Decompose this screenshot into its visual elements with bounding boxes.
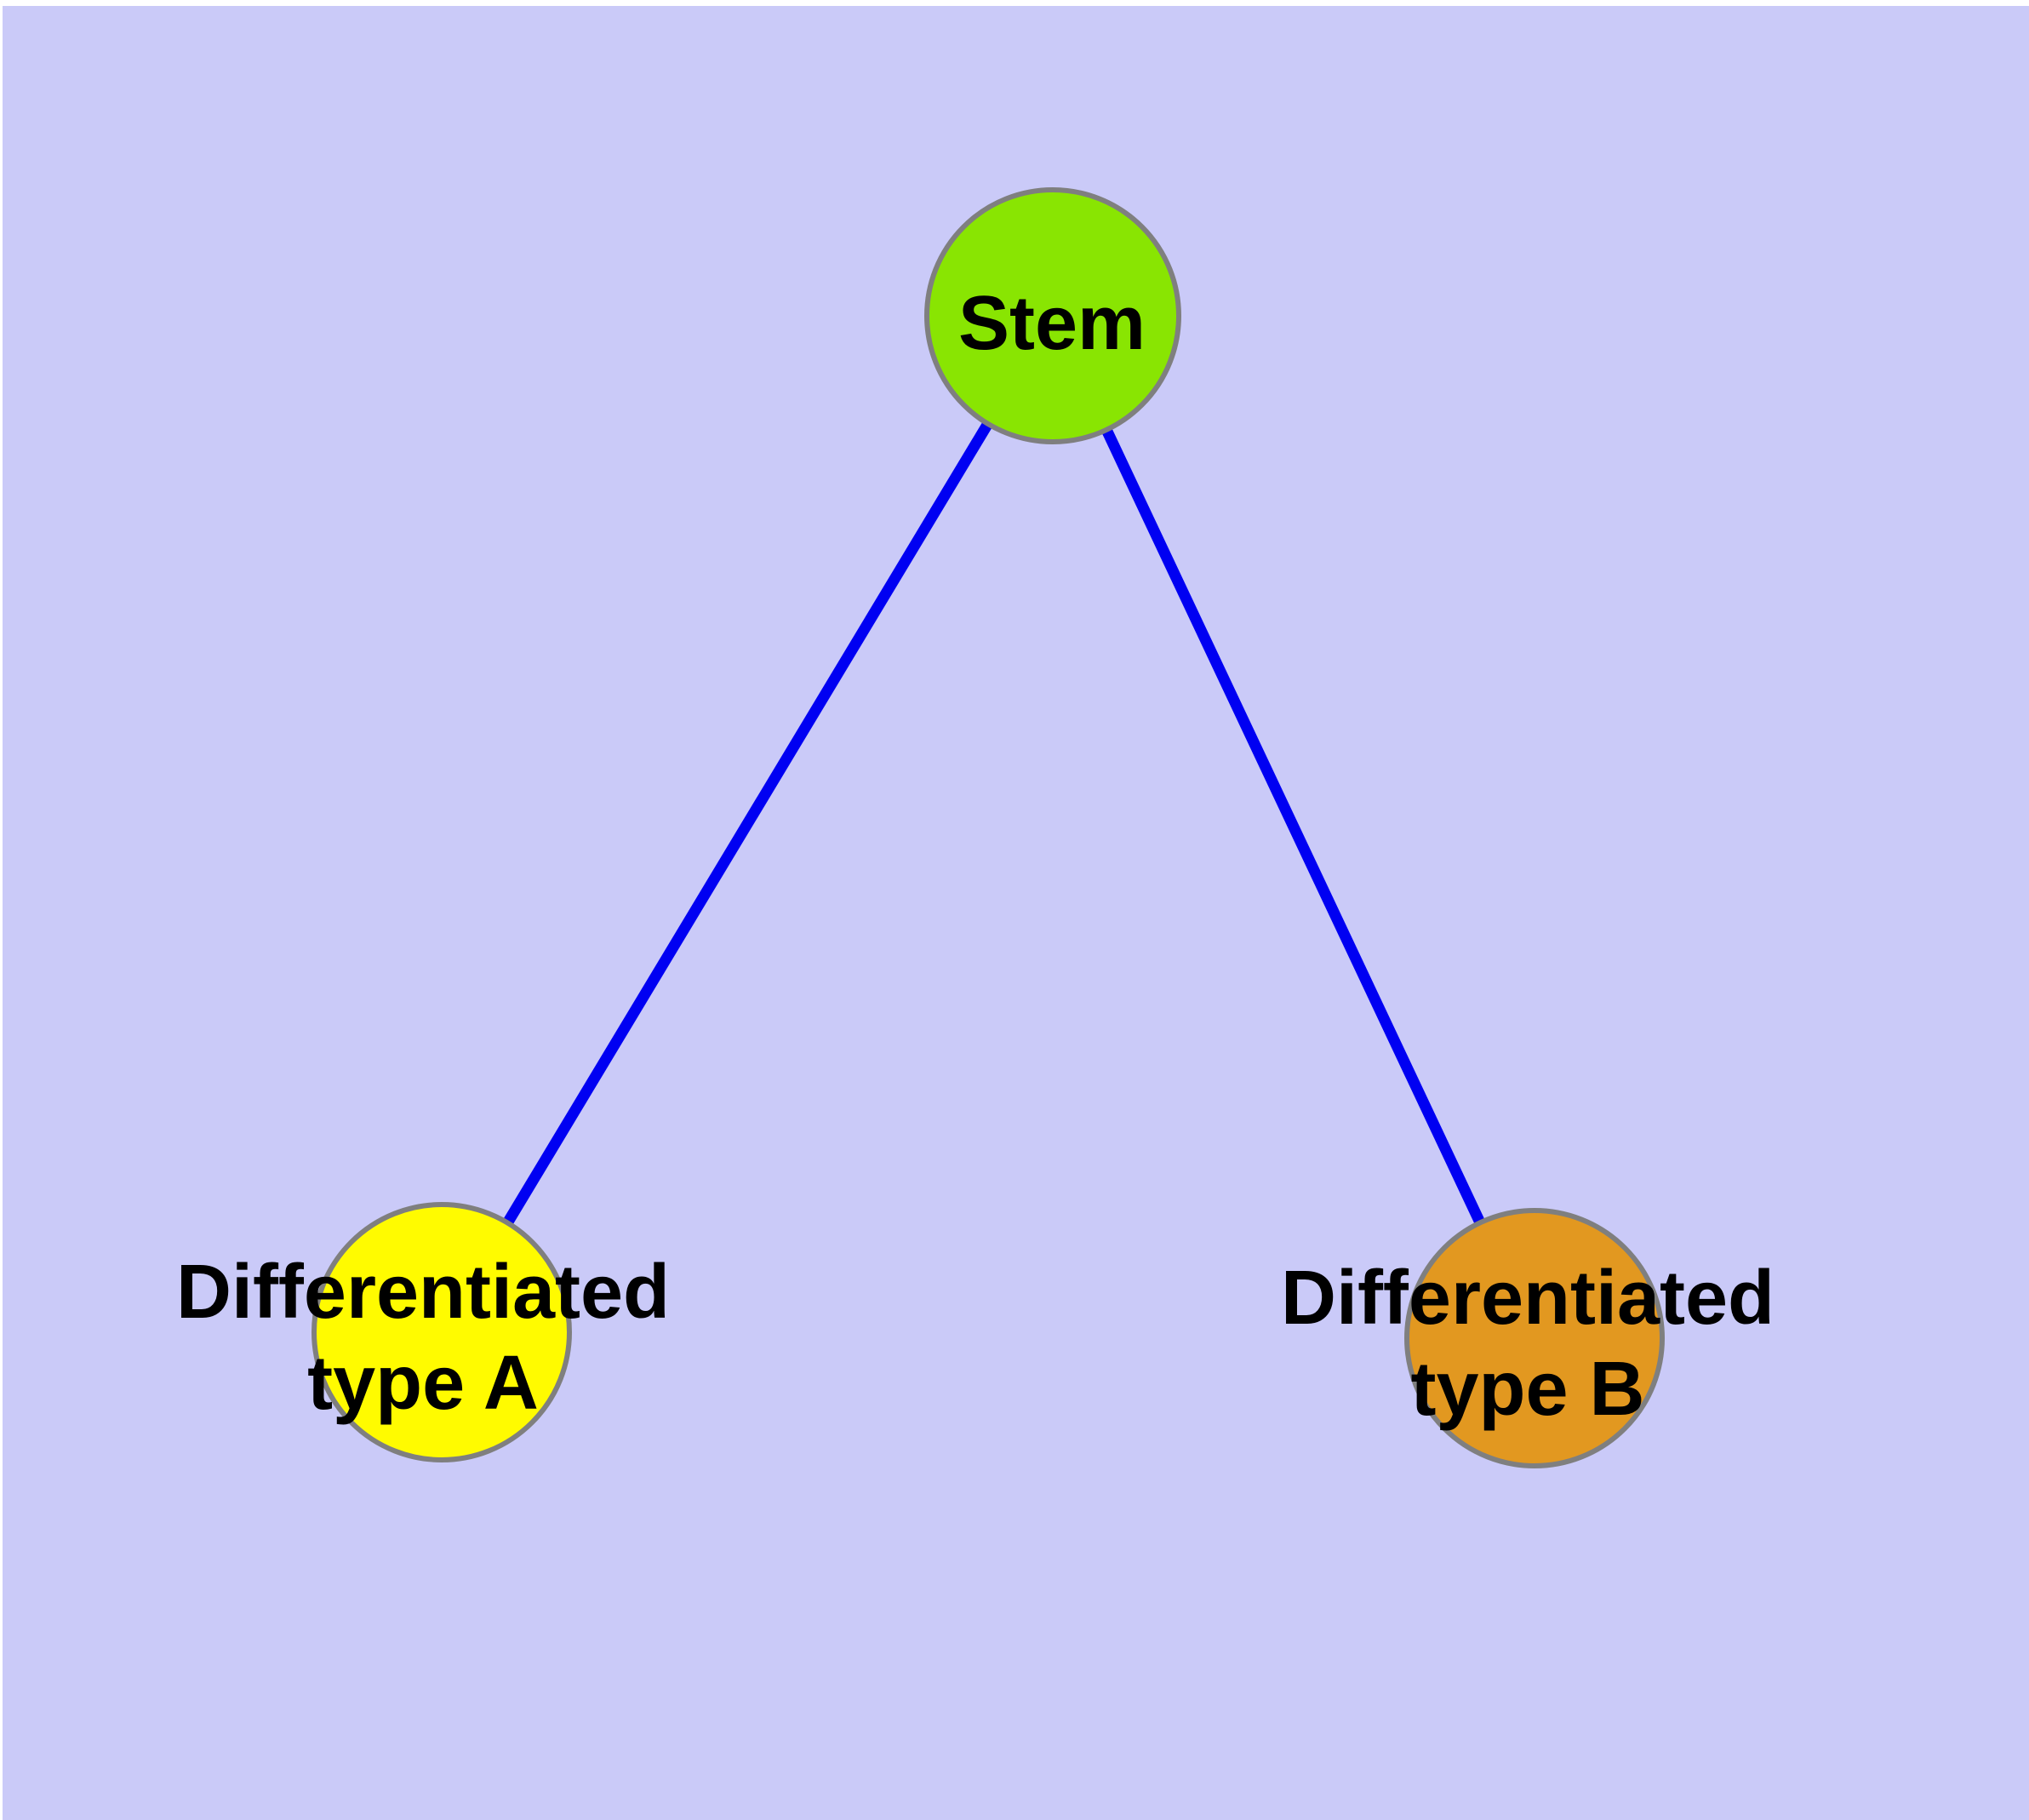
edges-layer <box>437 312 1540 1341</box>
node-differentiated-type-a <box>311 1202 572 1462</box>
node-label-differentiated-type-b-line-1: Differentiated <box>1281 1256 1775 1341</box>
nodes-layer <box>311 187 1665 1468</box>
node-label-stem: Stem <box>958 281 1146 366</box>
edge-stem-to-differentiated-type-b <box>1048 313 1540 1341</box>
edge-stem-to-differentiated-type-a <box>437 312 1058 1336</box>
node-differentiated-type-b <box>1404 1208 1665 1468</box>
node-label-differentiated-type-b-line-2: type B <box>1410 1347 1644 1432</box>
node-label-differentiated-type-a-line-2: type A <box>307 1341 539 1426</box>
node-stem <box>924 187 1181 444</box>
node-label-differentiated-type-a-line-1: Differentiated <box>176 1250 670 1335</box>
